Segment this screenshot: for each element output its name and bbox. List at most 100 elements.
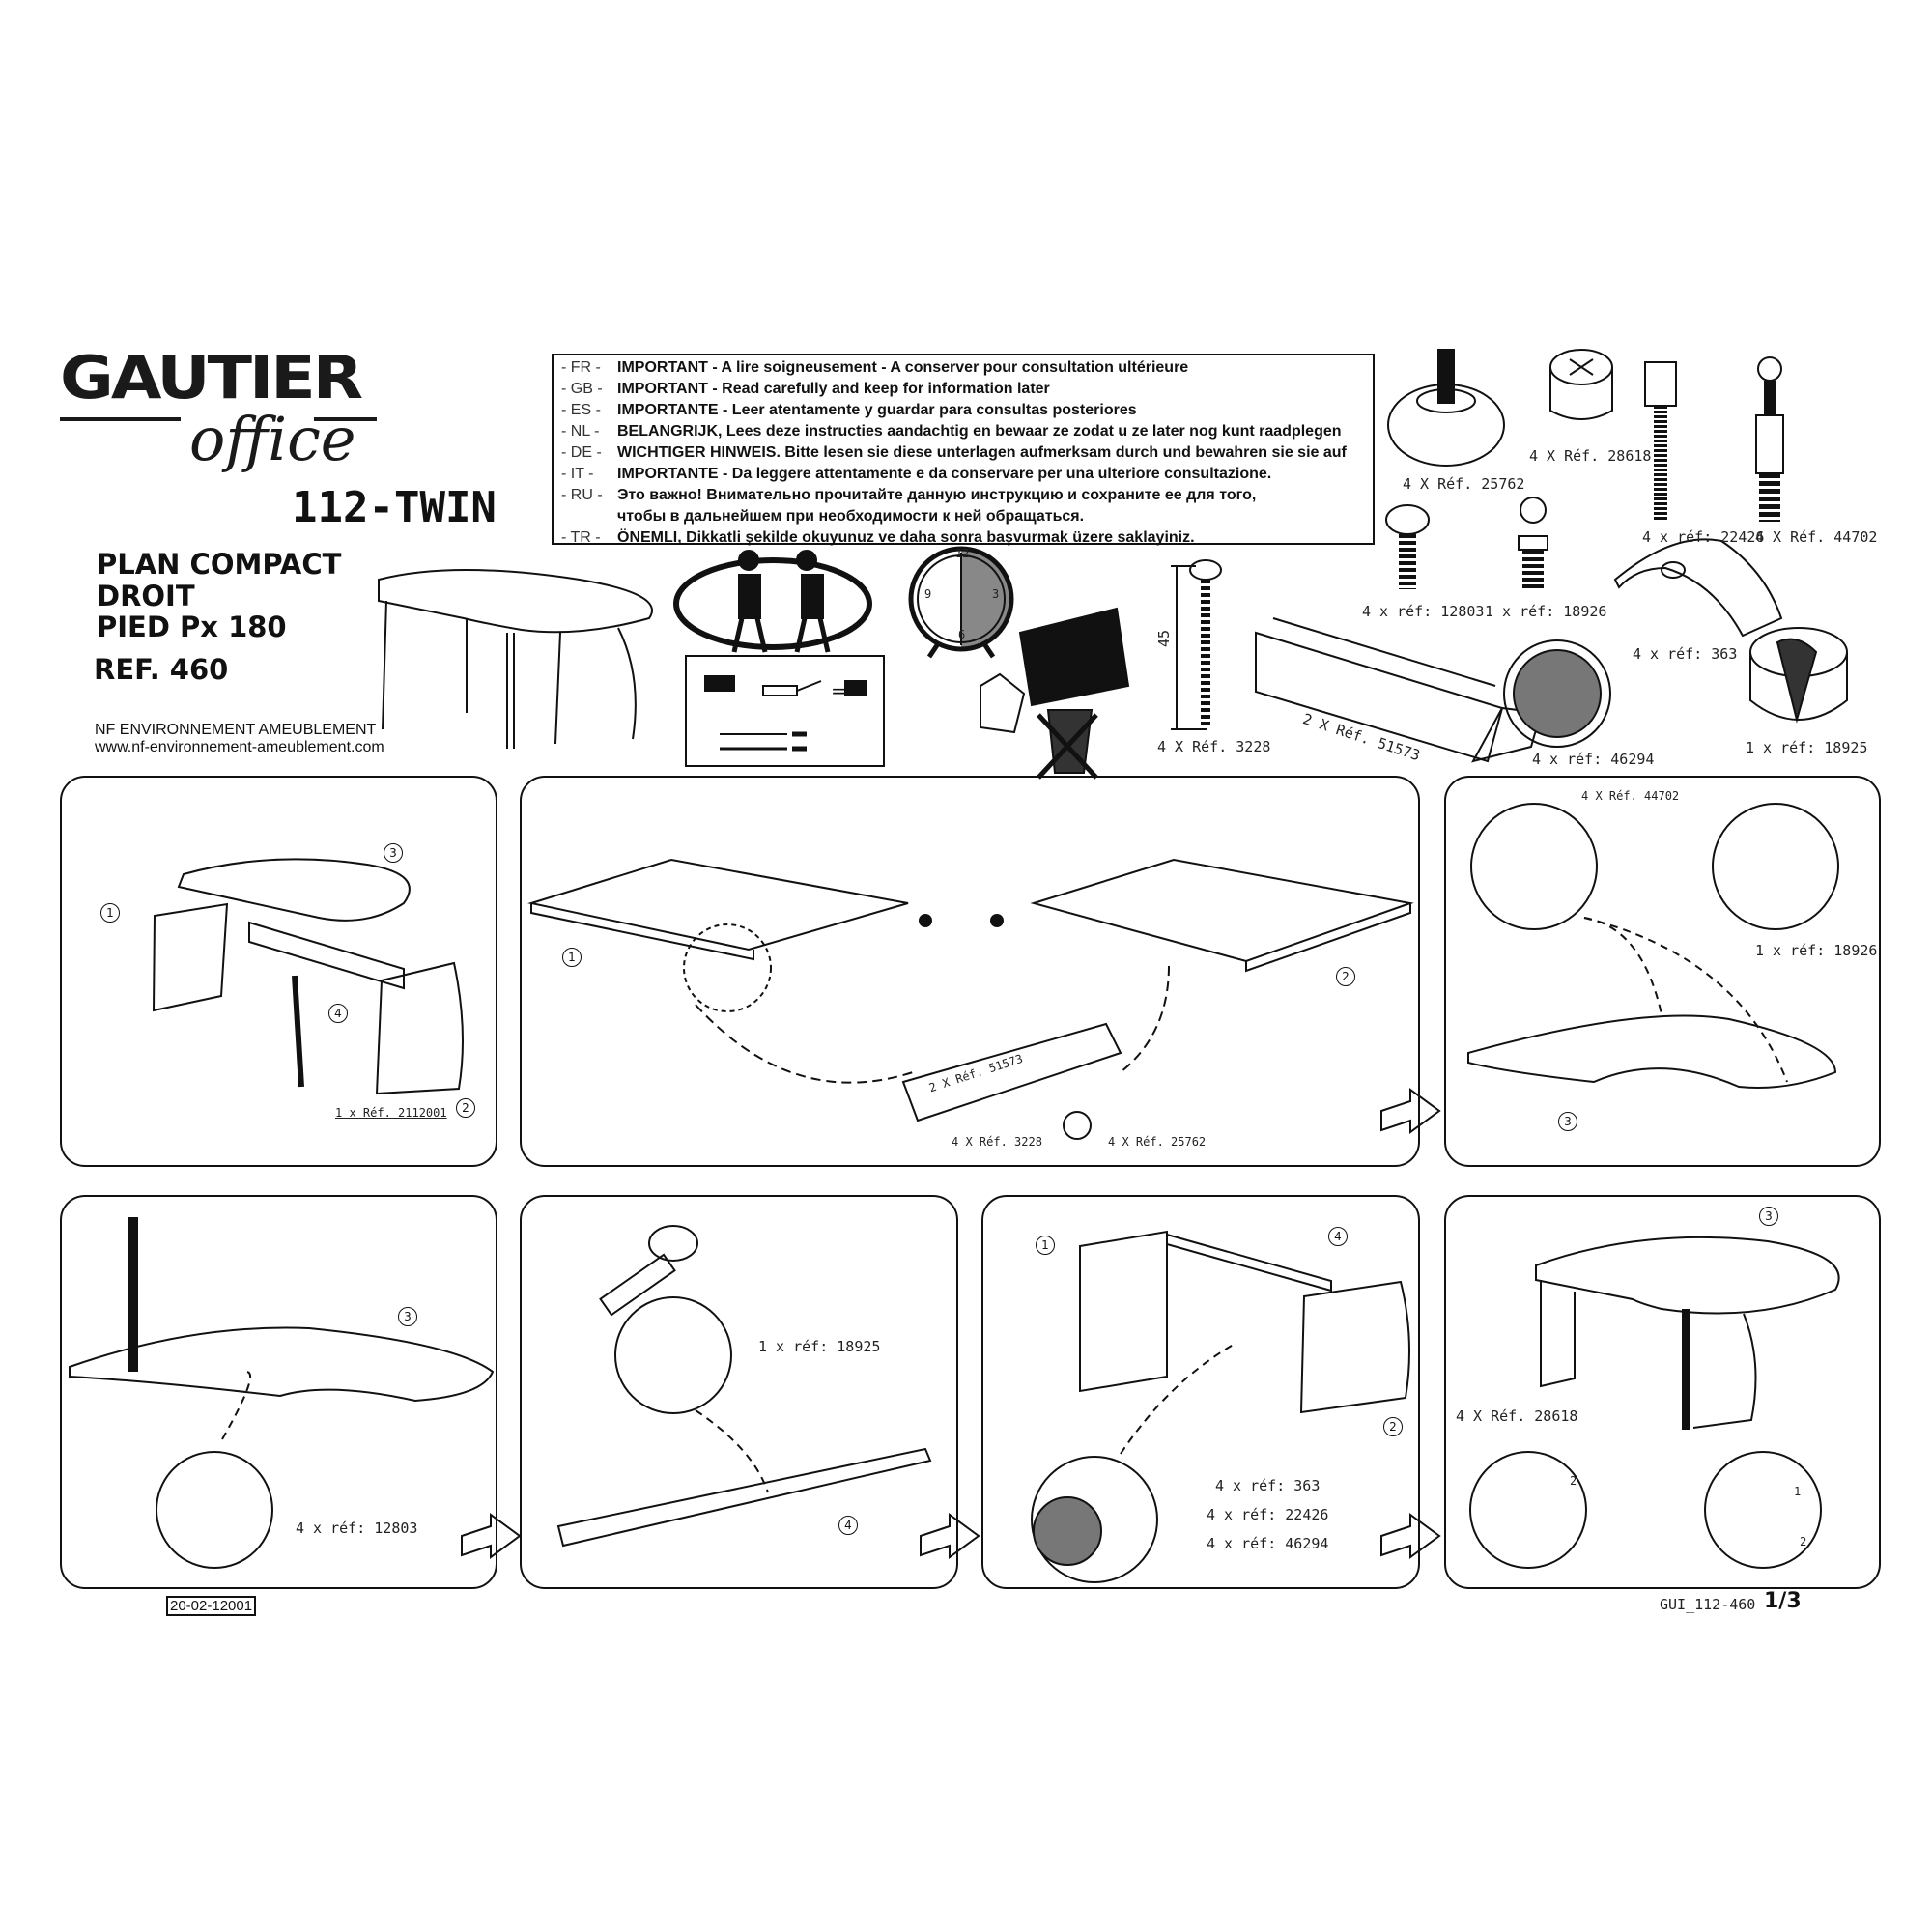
hardware-46294: 4 x réf: 46294 — [1532, 751, 1655, 768]
part-number: 1 — [562, 948, 582, 967]
clock-3: 3 — [992, 587, 1000, 601]
turn-step: 2 — [1570, 1474, 1577, 1488]
svg-text:=: = — [831, 679, 847, 702]
document-code: GUI_112-460 — [1660, 1596, 1756, 1613]
screw-ref: 4 x réf: 12803 — [296, 1520, 418, 1537]
notice-row-ru: - RU - Это важно! Внимательно прочитайте … — [561, 485, 1373, 506]
press-step: 1 — [1794, 1485, 1802, 1498]
hardware-3228: 4 X Réf. 3228 — [1157, 738, 1271, 755]
part-number: 4 — [838, 1516, 858, 1535]
notice-text: IMPORTANTE - Da leggere attentamente e d… — [617, 466, 1272, 482]
screw-ref: 4 X Réf. 3228 — [952, 1135, 1042, 1149]
notice-row-de: - DE - WICHTIGER HINWEIS. Bitte lesen sie… — [561, 442, 1373, 464]
bolt-ref: 4 x réf: 22426 — [1207, 1506, 1329, 1523]
part-number: 4 — [1328, 1227, 1348, 1246]
clock-icon — [908, 546, 1014, 659]
notice-row-fr: - FR - IMPORTANT - A lire soigneusement -… — [561, 357, 1373, 379]
notice-text: Это важно! Внимательно прочитайте данную… — [617, 487, 1257, 503]
notice-row-tr: - TR - ÖNEMLI, Dikkatli şekilde okuyunuz … — [561, 527, 1373, 549]
notice-text: чтобы в дальнейшем при необходимости к н… — [617, 508, 1085, 525]
hardware-18926: 1 x réf: 18926 — [1485, 603, 1607, 620]
clip-ref: 4 x réf: 363 — [1215, 1477, 1321, 1494]
dowel-18926-icon — [1518, 497, 1548, 589]
part-number: 2 — [1336, 967, 1355, 986]
step-5-panel: 1 x réf: 18925 4 — [520, 1195, 958, 1589]
screw-12803-icon — [1385, 504, 1430, 589]
tools-icon: = — [685, 655, 885, 767]
notice-text: IMPORTANT - A lire soigneusement - A con… — [617, 359, 1189, 376]
cam-18925-icon — [1749, 627, 1848, 724]
lang-code: - ES - — [561, 402, 601, 418]
dowel-ref: 1 x réf: 18926 — [1755, 942, 1878, 959]
lang-code: - NL - — [561, 423, 600, 440]
cam-ref: 4 X Réf. 28618 — [1456, 1407, 1578, 1425]
bracket-ref: 2 X Réf. 51573 — [927, 1051, 1025, 1095]
hardware-363: 4 x réf: 363 — [1633, 645, 1738, 663]
cam-ref: 1 x réf: 18925 — [758, 1338, 881, 1355]
logo-rule — [314, 417, 377, 421]
hardware-44702: 4 X Réf. 44702 — [1755, 528, 1878, 546]
lang-code: - GB - — [561, 381, 603, 397]
brand-logo: GAUTIER — [60, 343, 363, 413]
step3-drawing — [1467, 803, 1839, 1089]
glide-ref: 4 X Réf. 25762 — [1108, 1135, 1207, 1149]
cover-46294-icon — [1503, 639, 1611, 748]
part-number: 1 — [1036, 1236, 1055, 1255]
certification-url[interactable]: www.nf-environnement-ameublement.com — [95, 739, 384, 755]
brand-sub: office — [189, 404, 356, 474]
product-line3: PIED Px 180 — [97, 611, 287, 643]
page-number: 1/3 — [1764, 1589, 1802, 1613]
notice-row-ru-cont: чтобы в дальнейшем при необходимости к н… — [561, 506, 1373, 527]
two-persons-icon — [673, 550, 872, 653]
notice-text: BELANGRIJK, Lees deze instructies aandac… — [617, 423, 1342, 440]
lang-code: - DE - — [561, 444, 602, 461]
notice-row-nl: - NL - BELANGRIJK, Lees deze instructies … — [561, 421, 1373, 442]
lang-code: - RU - — [561, 487, 603, 503]
hardware-12803: 4 x réf: 12803 — [1362, 603, 1485, 620]
cam-28618-icon — [1549, 349, 1613, 420]
dowel-ref: 4 X Réf. 44702 — [1581, 789, 1680, 803]
hardware-28618: 4 X Réf. 28618 — [1529, 447, 1652, 465]
step2-drawing — [527, 858, 1414, 1140]
part-number: 3 — [384, 843, 403, 863]
notice-row-it: - IT -IMPORTANTE - Da leggere attentamen… — [561, 464, 1373, 485]
hardware-18925: 1 x réf: 18925 — [1746, 739, 1868, 756]
turn-step: 2 — [1800, 1535, 1807, 1548]
notice-text: IMPORTANT - Read carefully and keep for … — [617, 381, 1050, 397]
step-3-panel: 4 X Réf. 44702 1 x réf: 18926 3 — [1444, 776, 1881, 1167]
clock-6: 6 — [958, 628, 966, 641]
next-step-arrows — [461, 1088, 1441, 1559]
step-4-panel: 3 4 x réf: 12803 — [60, 1195, 497, 1589]
dowel-44702-icon — [1755, 356, 1784, 522]
logo-rule — [60, 417, 181, 421]
lang-code: - FR - — [561, 359, 601, 376]
clock-9: 9 — [924, 587, 932, 601]
step-6-panel: 1 4 2 4 x réf: 363 4 x réf: 22426 4 x ré… — [981, 1195, 1420, 1589]
important-notice: - FR - IMPORTANT - A lire soigneusement -… — [552, 354, 1375, 546]
notice-text: WICHTIGER HINWEIS. Bitte lesen sie diese… — [617, 444, 1347, 461]
part-number: 1 — [100, 903, 120, 923]
notice-text: IMPORTANTE - Leer atentamente y guardar … — [617, 402, 1137, 418]
instruction-sheet-icon — [980, 607, 1130, 780]
hardware-25762: 4 X Réf. 25762 — [1403, 475, 1525, 493]
part-number: 4 — [328, 1004, 348, 1023]
step5-drawing — [556, 1225, 932, 1548]
part-number: 2 — [1383, 1417, 1403, 1436]
step6-drawing — [1031, 1230, 1410, 1583]
part-number: 3 — [1558, 1112, 1577, 1131]
step-2-panel: 1 2 2 X Réf. 51573 4 X Réf. 3228 4 X Réf… — [520, 776, 1420, 1167]
notice-row-gb: - GB - IMPORTANT - Read carefully and kee… — [561, 379, 1373, 400]
notice-text: ÖNEMLI, Dikkatli şekilde okuyunuz ve dah… — [617, 529, 1195, 546]
desk-thumbnail — [378, 569, 653, 749]
glide-25762-icon — [1387, 349, 1505, 467]
lang-code: - TR - — [561, 529, 601, 546]
cover-ref: 4 x réf: 46294 — [1207, 1535, 1329, 1552]
screw-length: 45 — [1155, 629, 1173, 647]
model-name: 112-TWIN — [292, 483, 497, 532]
part-number: 2 — [456, 1098, 475, 1118]
bolt-22426-icon — [1644, 361, 1677, 522]
part-number: 3 — [1759, 1207, 1778, 1226]
product-line1: PLAN COMPACT — [97, 548, 342, 581]
part-number: 3 — [398, 1307, 417, 1326]
